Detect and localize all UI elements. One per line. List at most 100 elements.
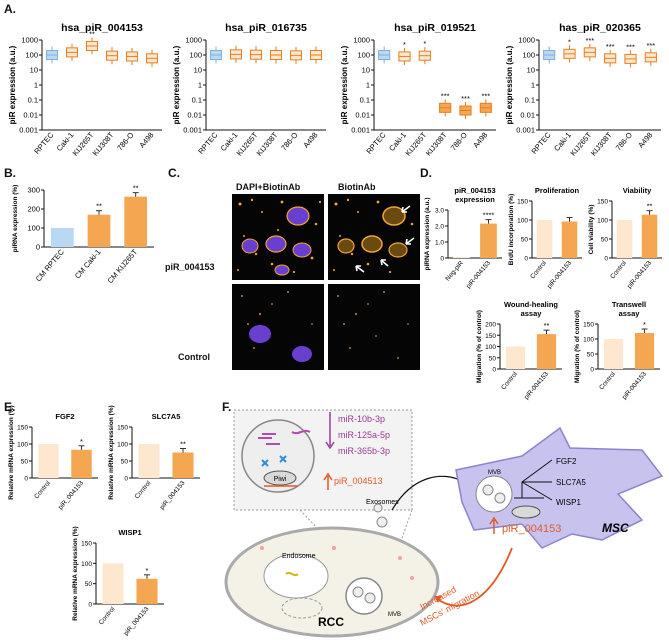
bar [561,221,578,258]
significance-label: ** [180,440,186,449]
y-tick-label: 100 [522,51,535,60]
bar [536,334,557,369]
y-tick-label: 150 [597,199,608,206]
y-tick-label: 1 [198,81,202,90]
significance-label: * [80,437,83,446]
bar [453,257,470,258]
piwi-label: Piwi [274,476,287,483]
signal-cell [361,235,383,253]
bar [536,220,553,258]
y-axis-label: piR expression (a.u.) [340,45,349,124]
x-tick-label: piR_004153 [159,479,187,511]
significance-label: *** [606,42,615,51]
y-tick-label: 150 [517,199,528,206]
rna-strands [258,429,311,445]
significance-label: ** [544,321,550,330]
mvb-msc [475,475,513,513]
chart-title: Transwell [612,300,646,309]
msc-label: MSC [602,521,629,535]
x-tick-label: KIJ308T [589,130,614,158]
y-tick-label: 100 [81,561,92,568]
x-tick-label: KIJ308T [255,130,280,158]
y-tick-label: 0 [88,602,92,609]
y-axis-label: Relative mRNA expression (%) [8,405,15,499]
chart-title: Wound-healing [504,300,558,309]
y-tick-label: 0.001 [183,126,202,135]
y-tick-label: 3.0 [435,208,444,215]
y-axis-label: piRNA expression (%) [12,185,19,253]
y-tick-label: 0.1 [28,96,38,105]
chart-title: WISP1 [118,528,141,537]
nucleus-outline [281,597,323,619]
x-tick-label: 786-O [614,130,634,152]
y-tick-label: 100 [27,224,40,233]
y-tick-label: 200 [27,205,40,214]
bar [102,563,124,604]
x-tick-label: Control [33,479,52,500]
y-tick-label: 0.01 [187,111,202,120]
target-wisp1: WISP1 [556,498,581,507]
y-axis-label: Migration (% of control) [574,310,581,383]
bar [71,449,92,478]
y-tick-label: 50 [587,352,595,359]
endosome [263,553,329,599]
significance-label: ** [133,184,139,193]
x-tick-label: A498 [301,131,319,150]
significance-label: * [403,40,406,49]
mirna-2: miR-125a-5p [338,430,390,440]
rcc-cell [224,526,440,638]
y-tick-label: 100 [117,442,128,449]
target-slc7a5: SLC7A5 [556,478,586,487]
y-tick-label: 10 [194,66,202,75]
bar [603,339,624,369]
migration-arrow [435,547,513,607]
significance-label: *** [441,91,450,100]
y-tick-label: 100 [583,337,594,344]
panel-label-d: D. [420,166,432,180]
endosome-label: Endosome [282,553,316,560]
y-tick-label: 0 [492,367,496,374]
bar [124,196,148,247]
nucleus [241,238,259,254]
rcc-label: RCC [318,615,344,629]
y-tick-label: 0 [440,256,444,263]
y-tick-label: 0 [124,476,128,483]
bar [136,578,158,604]
y-tick-label: 100 [485,344,496,351]
piwi-icon [511,505,541,519]
mvb-label-msc: MVB [488,470,501,476]
x-tick-label: A498 [471,131,489,150]
y-tick-label: 1000 [185,36,202,45]
y-tick-label: 2.0 [435,224,444,231]
y-tick-label: 150 [485,333,496,340]
chart-title: hsa_piR_004153 [61,22,143,34]
chart-title: piR_004153 [454,186,495,195]
chart-title: assay [521,309,543,318]
down-arrow-icon [325,412,335,450]
x-tick-label: 786-O [115,130,135,152]
y-tick-label: 0.1 [525,96,535,105]
y-tick-label: 1 [366,81,370,90]
diagram-f: Piwi miR-10b-3p miR-125a-5p miR-365b-3p … [224,409,664,638]
protein-icon [261,455,287,467]
pir-small-label: piR_004513 [334,476,383,486]
y-tick-label: 300 [27,186,40,195]
bar [87,214,111,247]
micro-image-ctrl-merge [232,284,324,370]
x-tick-label: Control [500,370,519,391]
y-tick-label: 0 [24,476,28,483]
y-tick-label: 0.01 [355,111,370,120]
panel-label-c: C. [168,166,180,180]
bar [634,333,655,369]
y-axis-label: piR expression (a.u.) [505,45,514,124]
msc-cell [455,426,664,549]
y-tick-label: 50 [121,459,129,466]
exosomes-label: Exosomes [366,499,399,506]
y-tick-label: 150 [583,322,594,329]
micro-col2-title: BiotinAb [338,182,376,192]
